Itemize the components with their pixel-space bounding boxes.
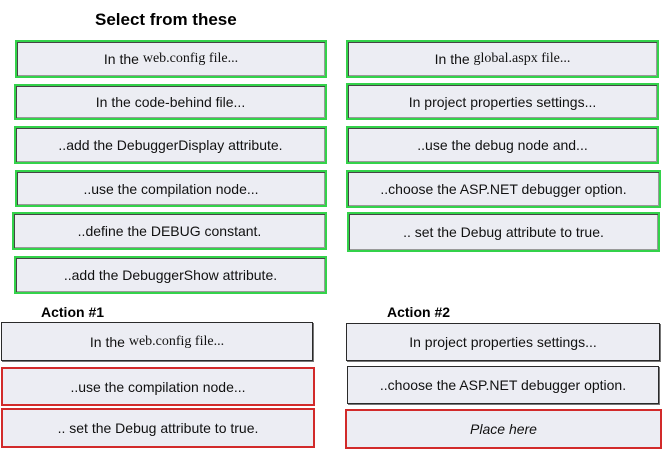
choice-label: ..add the DebuggerShow attribute. [63,267,278,283]
action2-slot-1[interactable]: In project properties settings... [346,323,660,361]
slot-label: ..choose the ASP.NET debugger option. [379,377,627,393]
action2-slot-2[interactable]: ..choose the ASP.NET debugger option. [347,366,659,404]
choice-aspnet-debugger[interactable]: ..choose the ASP.NET debugger option. [346,170,661,208]
choices-heading: Select from these [95,10,237,29]
action2-slot-3-placeholder[interactable]: Place here [345,409,662,449]
choice-label: .. set the Debug attribute to true. [403,224,604,240]
choice-debug-node[interactable]: ..use the debug node and... [346,126,659,164]
choice-file-name: global.aspx file... [473,51,571,66]
action2-heading: Action #2 [387,304,451,320]
choice-code-behind[interactable]: In the code-behind file... [14,84,327,120]
choice-debug-attribute-true[interactable]: .. set the Debug attribute to true. [347,212,660,252]
choice-label: ..choose the ASP.NET debugger option. [380,181,627,197]
choice-project-properties[interactable]: In project properties settings... [346,83,659,120]
action1-slot-3[interactable]: .. set the Debug attribute to true. [1,408,315,448]
slot-label: .. set the Debug attribute to true. [57,420,259,436]
choice-prefix: In the [103,51,139,67]
choice-label: In project properties settings... [408,93,597,110]
choice-prefix: In the [434,51,470,67]
choice-compilation-node[interactable]: ..use the compilation node... [15,170,327,207]
choice-file-name: web.config file... [142,51,239,66]
slot-prefix: In the [89,333,125,350]
choice-label: ..add the DebuggerDisplay attribute. [58,137,283,153]
slot-file-name: web.config file... [128,333,225,349]
action1-slot-2[interactable]: ..use the compilation node... [1,367,315,406]
slot-label: In project properties settings... [409,334,597,350]
choice-debuggershow[interactable]: ..add the DebuggerShow attribute. [14,256,327,294]
choice-global-aspx[interactable]: In the global.aspx file... [346,40,659,78]
choice-label: ..use the compilation node... [83,180,259,197]
choice-debug-constant[interactable]: ..define the DEBUG constant. [12,212,327,250]
choice-label: ..define the DEBUG constant. [77,223,262,239]
placeholder-label: Place here [470,421,537,437]
choice-label: In the code-behind file... [95,94,246,110]
action1-slot-1[interactable]: In the web.config file... [1,322,313,361]
choice-debuggerdisplay[interactable]: ..add the DebuggerDisplay attribute. [14,126,327,164]
choice-label: ..use the debug node and... [417,137,588,153]
choice-web-config[interactable]: In the web.config file... [15,40,327,78]
slot-label: ..use the compilation node... [70,378,246,395]
action1-heading: Action #1 [41,304,105,320]
